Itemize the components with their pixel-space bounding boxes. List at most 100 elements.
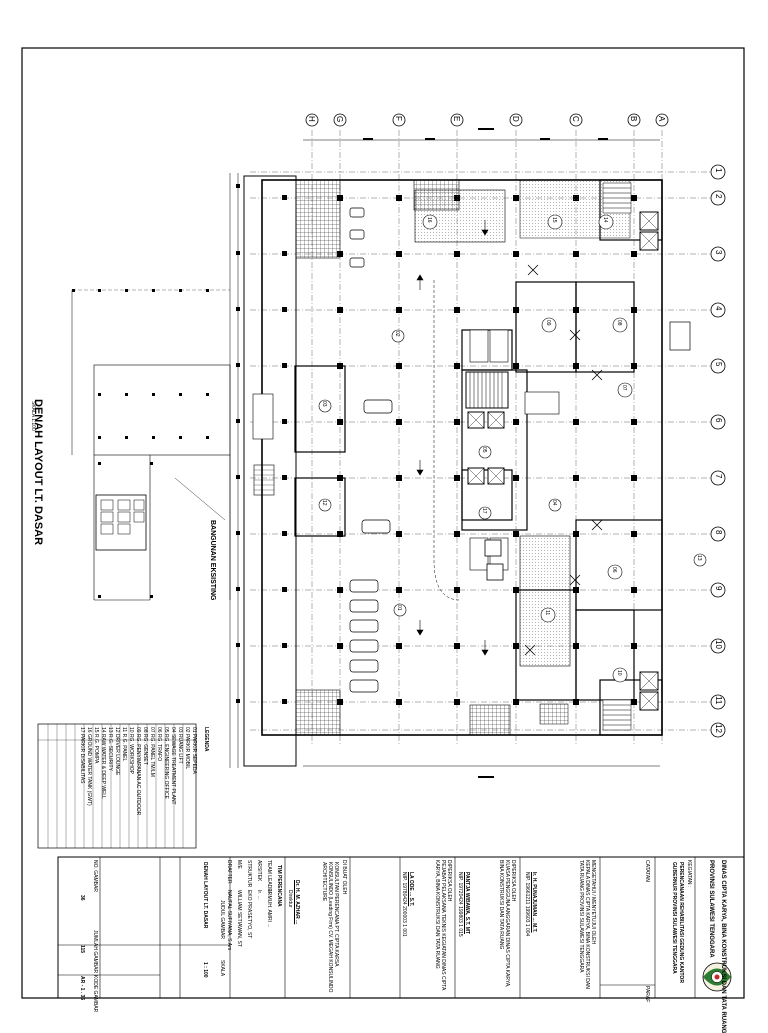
team-role-5: DRAFTER <box>226 860 232 884</box>
interior-walls <box>294 179 663 736</box>
team-name-5: NAUFAL SUFIYANA, S.Ars <box>226 890 232 951</box>
legend-item-15: 15 R.G. POMPA <box>93 727 99 764</box>
legend-item-01: 01 PARKIR SEPEDA <box>191 727 197 774</box>
director-name: Dr. H. M. AZHAR ... <box>294 880 300 925</box>
pptk-role: PEJABAT PELAKSANA TEKNIS KEGIATAN DINAS … <box>434 860 446 991</box>
pptk-nip: NIP. 19780424 200003 1 001 <box>401 872 407 937</box>
legend-item-10: 10 RG. WORKSHOP <box>128 727 134 774</box>
hatched-area-top-left <box>295 179 341 259</box>
stair-core <box>465 182 632 731</box>
approved-name: Ir. H. PUNAJUMAN ... M.T. <box>531 872 537 933</box>
room-tag-08: 08 <box>616 320 622 326</box>
consultant-name: KONSULTAN PERENCANA PT. CIPTA KARSA KONS… <box>321 862 339 993</box>
pptk-name: LA ODE ... S.T. <box>408 872 414 907</box>
approved-role: KEPALA DINAS CIPTA KARYA, BINA KONSTRUKS… <box>578 860 590 989</box>
checked-label: DIPERIKSA OLEH <box>510 860 516 902</box>
legend-item-12: 12 DRIVER LOUNGE <box>114 727 120 776</box>
legend-item-02: 02 PARKIR MOBIL <box>184 727 190 770</box>
province-logo <box>702 962 732 992</box>
legend-title: LEGENDA <box>203 727 209 752</box>
grid-col-a: A <box>657 116 666 122</box>
room-tag-07: 07 <box>621 385 627 391</box>
team-name-1: Ir. MUH. AMRI ... <box>266 890 272 928</box>
checked-name: PANTJA WIBAWA, S.T. MT <box>464 872 470 934</box>
grid-row-7: 7 <box>714 474 723 479</box>
room-tag-17: 17 <box>481 508 487 514</box>
grid-col-b: B <box>629 116 638 122</box>
team-role-2: ARSITEK <box>256 860 262 882</box>
grid-row-4: 4 <box>714 306 723 311</box>
notes-label: CATATAN <box>644 860 650 882</box>
room-tag-06: 06 <box>611 567 617 573</box>
room-tag-11: 11 <box>544 610 550 616</box>
team-label: TIM PERENCANA <box>276 865 282 907</box>
grid-col-c: C <box>571 116 580 122</box>
building-outline <box>261 179 663 736</box>
grid-row-12: 12 <box>714 724 723 733</box>
existing-building-label: BANGUNAN EKSISTING <box>209 520 216 601</box>
grid-row-8: 8 <box>714 530 723 535</box>
title-block-frame <box>57 856 745 999</box>
activity-text: PERENCANAAN REHABILITASI GEDUNG KANTOR G… <box>671 862 684 983</box>
floor-plan <box>229 113 726 778</box>
room-tag-04: 04 <box>551 500 557 506</box>
grid-col-g: G <box>335 116 344 123</box>
room-tag-05: 05 <box>481 447 487 453</box>
director-role: Direktur <box>287 890 293 908</box>
total-sheets-label: JUMLAH GAMBAR <box>92 930 98 974</box>
agency-name: DINAS CIPTA KARYA, BINA KONSTRUKSI DAN T… <box>720 860 726 1033</box>
hatched-area-bottom-left <box>295 689 341 736</box>
toilet-blocks <box>252 329 560 571</box>
legend-item-03: 03 RUANG LIFT <box>177 727 183 764</box>
legend-item-08: 08 RG. GENSET <box>142 727 148 765</box>
equipment-symbols <box>524 264 603 656</box>
parking-cars <box>349 207 393 693</box>
scale-value: 1 : 100 <box>202 962 208 978</box>
legend-item-16: 16 GROUND WATER TANK (GWT) <box>86 727 92 806</box>
right-annex <box>669 321 691 351</box>
legend-item-14: 14 RAW WATER & DEEP WELL <box>100 727 106 799</box>
row-grid-bubbles <box>710 164 726 738</box>
pptk-label: DIPERIKSA OLEH <box>446 860 452 902</box>
column-grid-bubbles <box>305 113 669 127</box>
room-tag-02: 02 <box>394 331 400 337</box>
checked-role: KUASA PENGGUNA ANGGARAN DINAS CIPTA KARY… <box>498 860 510 988</box>
made-by-label: DI BUAT OLEH <box>341 860 347 895</box>
legend-item-09: 09 RG. PENYIMPANAN AC OUTDOOR <box>135 727 141 816</box>
grid-row-3: 3 <box>714 250 723 255</box>
room-tag-01: 01 <box>396 605 402 611</box>
legend-item-13: 13 R.G. SECURITY <box>107 727 113 771</box>
grid-row-5: 5 <box>714 362 723 367</box>
room-tag-13: 13 <box>696 555 702 561</box>
team-role-3: STRUKTUR <box>246 860 252 888</box>
grid-row-1: 1 <box>714 168 723 173</box>
room-tag-14: 14 <box>602 217 608 223</box>
team-role-4: M/E <box>236 860 242 869</box>
top-dimension-text <box>363 128 608 778</box>
drawing-code: AR - 1 . 36 <box>79 976 85 1001</box>
grid-row-9: 9 <box>714 586 723 591</box>
total-sheets: 115 <box>79 945 85 954</box>
sheet-no-label: NO. GAMBAR <box>92 860 98 892</box>
room-tag-12: 12 <box>321 500 327 506</box>
grid-col-f: F <box>394 116 403 121</box>
paraf-label: PARAF <box>644 986 650 1003</box>
driving-path <box>433 280 461 601</box>
existing-columns <box>72 289 209 598</box>
approved-label: MENGETAHUI / MENYETUJUI OLEH <box>590 860 596 945</box>
drawing-title-label: JUDUL GAMBAR <box>219 900 225 939</box>
legend-item-17: 17 PARKIR DISABILITAS <box>79 727 85 784</box>
room-tag-10: 10 <box>616 670 622 676</box>
legend-item-04: 04 SEWAGE TREATMENT PLANT <box>170 727 176 805</box>
existing-building <box>71 289 275 601</box>
drawing-code-label: KODE GAMBAR <box>92 975 98 1013</box>
traffic-arrows <box>416 220 489 656</box>
province-name: PROVINSI SULAWESI TENGGARA <box>708 860 714 958</box>
legend-box <box>37 723 197 849</box>
room-tag-09: 09 <box>545 320 551 326</box>
legend-item-06: 06 RG. TRAFO <box>156 727 162 762</box>
grid-row-6: 6 <box>714 418 723 423</box>
room-tags <box>318 214 707 683</box>
activity-label: KEGIATAN : <box>686 860 692 888</box>
